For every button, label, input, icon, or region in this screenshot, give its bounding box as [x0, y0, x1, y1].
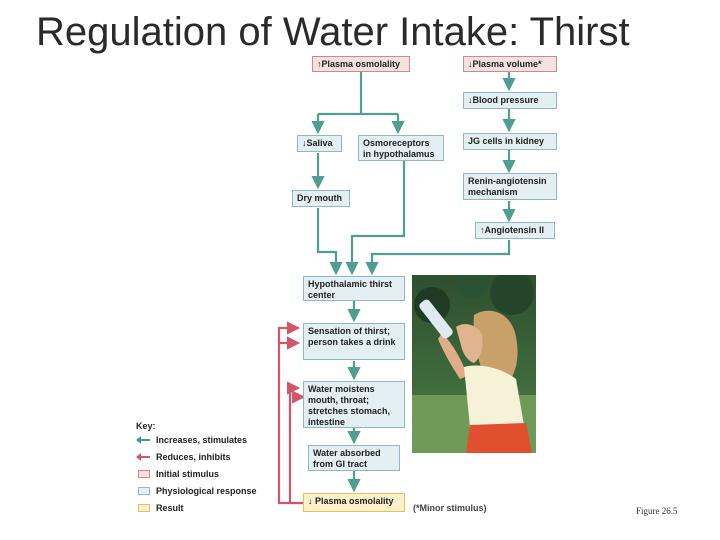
box-blood-pressure: ↓Blood pressure — [463, 92, 557, 109]
box-plasma-osmolality-increase: ↑Plasma osmolality — [312, 56, 410, 72]
legend-label-reduces: Reduces, inhibits — [156, 452, 231, 462]
box-water-absorbed: Water absorbed from GI tract — [308, 445, 400, 471]
swatch-initial-stimulus — [138, 470, 150, 478]
arrow-inhibits-icon — [136, 453, 150, 461]
box-dry-mouth: Dry mouth — [292, 190, 350, 207]
box-sensation-of-thirst: Sensation of thirst; person takes a drin… — [303, 323, 405, 360]
box-plasma-osmolality-decrease: ↓ Plasma osmolality — [303, 493, 405, 512]
swatch-physiological-response — [138, 487, 150, 495]
box-angiotensin-ii: ↑Angiotensin II — [475, 222, 555, 239]
legend-label-result: Result — [156, 503, 184, 513]
arrow-stimulates-icon — [136, 436, 150, 444]
box-plasma-volume: ↓Plasma volume* — [463, 56, 557, 72]
person-drinking-photo — [412, 275, 536, 453]
box-renin-angiotensin: Renin-angiotensin mechanism — [463, 173, 557, 200]
figure-label: Figure 26.5 — [636, 506, 678, 516]
box-osmoreceptors: Osmoreceptors in hypothalamus — [358, 135, 444, 161]
box-saliva: ↓Saliva — [297, 135, 342, 152]
box-jg-cells: JG cells in kidney — [463, 133, 557, 150]
minor-stimulus-note: (*Minor stimulus) — [413, 503, 487, 513]
box-thirst-center: Hypothalamic thirst center — [303, 276, 405, 301]
legend-label-increases: Increases, stimulates — [156, 435, 248, 445]
page-title: Regulation of Water Intake: Thirst — [36, 10, 630, 54]
legend-heading: Key: — [136, 421, 156, 431]
legend-label-initial: Initial stimulus — [156, 469, 220, 479]
swatch-result — [138, 504, 150, 512]
box-water-moistens: Water moistens mouth, throat; stretches … — [303, 381, 405, 428]
legend-label-physiological: Physiological response — [156, 486, 257, 496]
